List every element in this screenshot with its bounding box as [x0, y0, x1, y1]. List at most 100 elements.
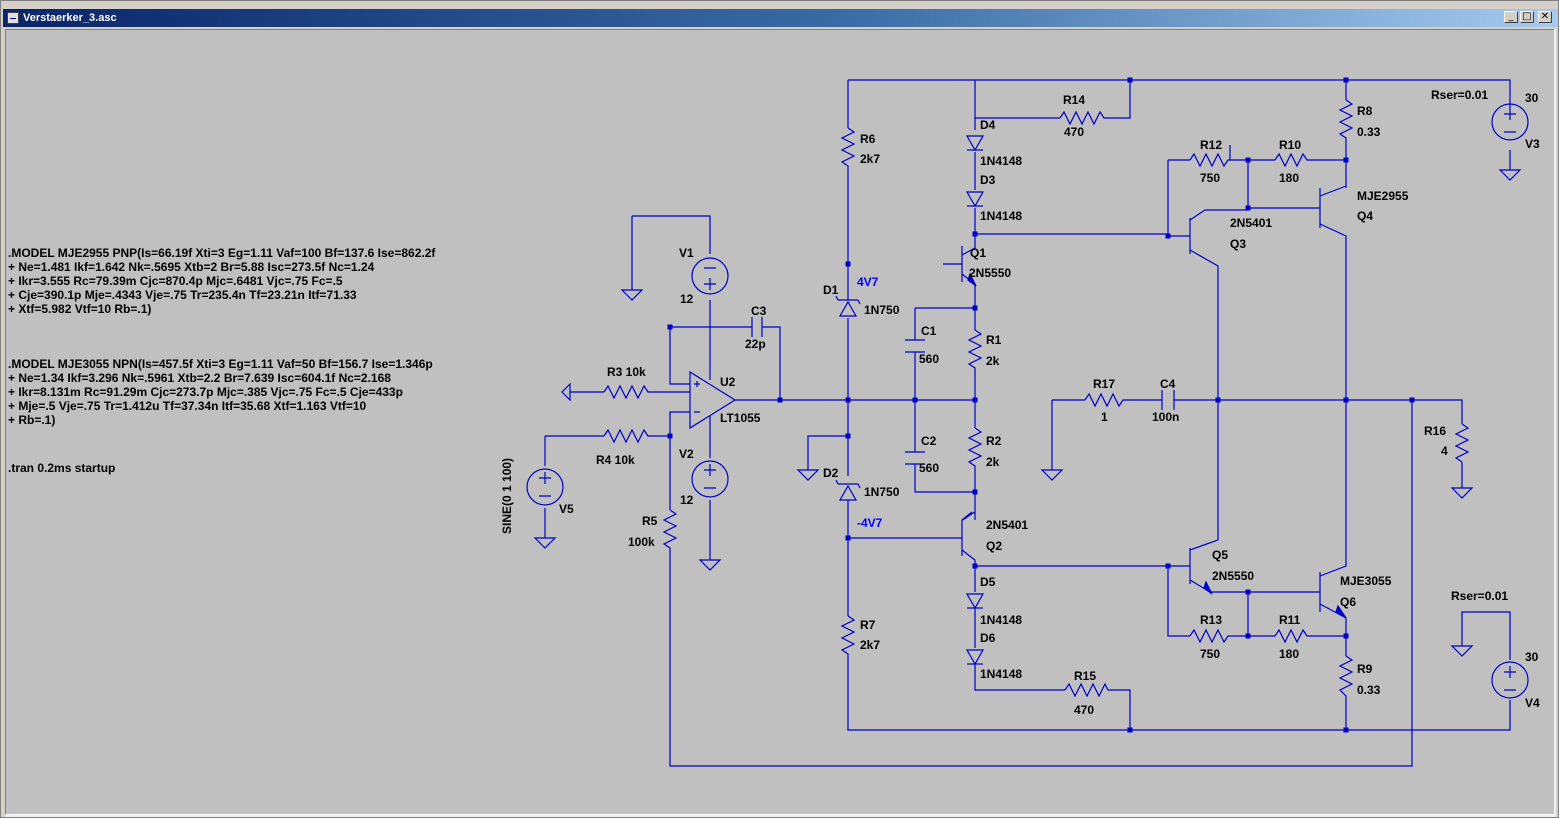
label-q1-name[interactable]: Q1: [970, 246, 987, 260]
capacitor-c4: [1161, 390, 1175, 410]
wires: [544, 79, 1511, 767]
label-r4[interactable]: R4 10k: [596, 453, 635, 467]
minimize-button[interactable]: _: [1504, 11, 1518, 23]
maximize-button[interactable]: □: [1520, 11, 1534, 23]
schematic-canvas[interactable]: [5, 29, 1555, 815]
label-d1-name[interactable]: D1: [823, 283, 839, 297]
label-d6-value[interactable]: 1N4148: [980, 667, 1023, 681]
label-r9-value[interactable]: 0.33: [1357, 683, 1381, 697]
label-r12-name[interactable]: R12: [1200, 138, 1223, 152]
label-r17-name[interactable]: R17: [1093, 377, 1116, 391]
spice-line: + Rb=.1): [8, 413, 56, 427]
label-c4-name[interactable]: C4: [1160, 377, 1176, 391]
label-d6-name[interactable]: D6: [980, 631, 996, 645]
label-v2-value[interactable]: 12: [680, 493, 694, 507]
label-r17-value[interactable]: 1: [1101, 410, 1108, 424]
label-r10-value[interactable]: 180: [1279, 171, 1300, 185]
resistor-r11: [1274, 628, 1310, 644]
resistor-r12: [1189, 152, 1230, 168]
label-q2-value[interactable]: 2N5401: [986, 518, 1029, 532]
label-q5-value[interactable]: 2N5550: [1212, 569, 1255, 583]
label-q6-value[interactable]: MJE3055: [1340, 574, 1392, 588]
label-v4-name[interactable]: V4: [1525, 696, 1540, 710]
label-d4-name[interactable]: D4: [980, 118, 996, 132]
label-r8-value[interactable]: 0.33: [1357, 125, 1381, 139]
spice-model-mje2955[interactable]: .MODEL MJE2955 PNP(Is=66.19f Xti=3 Eg=1.…: [8, 246, 435, 316]
label-c4-value[interactable]: 100n: [1152, 410, 1180, 424]
label-v3-rser[interactable]: Rser=0.01: [1431, 88, 1489, 102]
label-q4-value[interactable]: MJE2955: [1357, 189, 1409, 203]
label-c2-name[interactable]: C2: [921, 434, 937, 448]
label-r6-value[interactable]: 2k7: [860, 152, 881, 166]
label-d3-value[interactable]: 1N4148: [980, 209, 1023, 223]
label-d3-name[interactable]: D3: [980, 173, 996, 187]
label-r15-name[interactable]: R15: [1074, 669, 1097, 683]
label-r13-name[interactable]: R13: [1200, 613, 1223, 627]
label-v2-name[interactable]: V2: [679, 447, 694, 461]
label-r15-value[interactable]: 470: [1074, 703, 1095, 717]
label-r2-value[interactable]: 2k: [986, 455, 1000, 469]
label-r13-value[interactable]: 750: [1200, 647, 1221, 661]
window-edge-right: [1554, 29, 1556, 817]
label-v3-value[interactable]: 30: [1525, 91, 1539, 105]
netlabel-minus-4v7[interactable]: -4V7: [857, 516, 883, 530]
label-r12-value[interactable]: 750: [1200, 171, 1221, 185]
label-r16-name[interactable]: R16: [1424, 424, 1447, 438]
resistor-r1: [967, 329, 983, 374]
label-r1-value[interactable]: 2k: [986, 354, 1000, 368]
label-c1-name[interactable]: C1: [921, 324, 937, 338]
label-u2-name[interactable]: U2: [720, 375, 736, 389]
title-bar[interactable]: Verstaerker_3.asc _ □ ✕: [3, 9, 1558, 27]
label-v4-value[interactable]: 30: [1525, 650, 1539, 664]
label-c3-name[interactable]: C3: [751, 304, 767, 318]
label-r1-name[interactable]: R1: [986, 333, 1002, 347]
label-r6-name[interactable]: R6: [860, 132, 876, 146]
label-v1-value[interactable]: 12: [680, 292, 694, 306]
label-v5-name[interactable]: V5: [559, 502, 574, 516]
label-c2-value[interactable]: 560: [919, 461, 940, 475]
label-u2-value[interactable]: LT1055: [720, 411, 761, 425]
transistor-q5: [1168, 548, 1213, 595]
label-q5-name[interactable]: Q5: [1212, 548, 1229, 562]
label-q1-value[interactable]: 2N5550: [969, 266, 1012, 280]
label-q4-name[interactable]: Q4: [1357, 209, 1374, 223]
label-d1-value[interactable]: 1N750: [864, 303, 900, 317]
label-r9-name[interactable]: R9: [1357, 662, 1373, 676]
netlabel-4v7[interactable]: 4V7: [857, 275, 879, 289]
label-r7-value[interactable]: 2k7: [860, 638, 881, 652]
label-v1-name[interactable]: V1: [679, 246, 694, 260]
label-r14-name[interactable]: R14: [1063, 93, 1086, 107]
label-q3-name[interactable]: Q3: [1230, 237, 1247, 251]
label-v3-name[interactable]: V3: [1525, 137, 1540, 151]
label-c1-value[interactable]: 560: [919, 352, 940, 366]
label-r7-name[interactable]: R7: [860, 618, 876, 632]
label-c3-value[interactable]: 22p: [745, 337, 766, 351]
label-d2-name[interactable]: D2: [823, 466, 839, 480]
label-r8-name[interactable]: R8: [1357, 104, 1373, 118]
label-r11-value[interactable]: 180: [1279, 647, 1300, 661]
label-q3-value[interactable]: 2N5401: [1230, 216, 1273, 230]
label-d5-name[interactable]: D5: [980, 575, 996, 589]
label-v4-rser[interactable]: Rser=0.01: [1451, 589, 1509, 603]
label-d2-value[interactable]: 1N750: [864, 485, 900, 499]
label-r2-name[interactable]: R2: [986, 434, 1002, 448]
label-r5-value[interactable]: 100k: [628, 535, 655, 549]
capacitor-c3: [751, 317, 763, 337]
spice-model-mje3055[interactable]: .MODEL MJE3055 NPN(Is=457.5f Xti=3 Eg=1.…: [8, 357, 433, 427]
window-title: Verstaerker_3.asc: [23, 12, 117, 24]
label-d4-value[interactable]: 1N4148: [980, 154, 1023, 168]
label-r14-value[interactable]: 470: [1064, 125, 1085, 139]
label-q2-name[interactable]: Q2: [986, 539, 1003, 553]
close-button[interactable]: ✕: [1538, 11, 1552, 23]
spice-tran-directive[interactable]: .tran 0.2ms startup: [8, 461, 116, 475]
label-r10-name[interactable]: R10: [1279, 138, 1302, 152]
label-r5-name[interactable]: R5: [642, 514, 658, 528]
label-v5-value[interactable]: SINE(0 1 100): [500, 457, 514, 534]
label-d5-value[interactable]: 1N4148: [980, 613, 1023, 627]
label-r16-value[interactable]: 4: [1441, 444, 1448, 458]
label-r3[interactable]: R3 10k: [607, 365, 646, 379]
label-r11-name[interactable]: R11: [1279, 613, 1301, 627]
label-q6-name[interactable]: Q6: [1340, 595, 1357, 609]
resistor-r15: [1064, 682, 1110, 698]
